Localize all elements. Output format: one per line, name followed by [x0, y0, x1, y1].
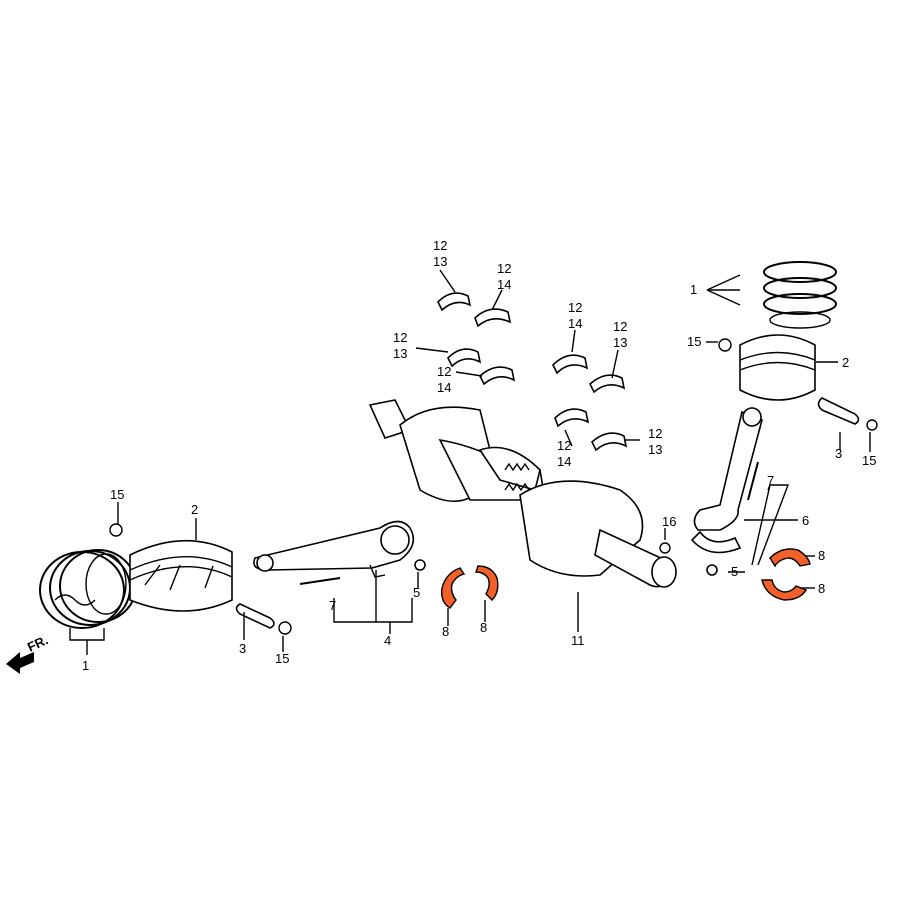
- callout-right-pin: 3: [835, 446, 842, 461]
- callout-right-bearing-b: 8: [818, 581, 825, 596]
- front-direction-marker: FR.: [6, 632, 50, 674]
- callout-main-a-12: 12: [433, 238, 447, 253]
- callout-left-nut: 5: [413, 585, 420, 600]
- right-rod-bolt: [747, 461, 759, 501]
- callout-right-rings: 1: [690, 282, 697, 297]
- callout-left-pin: 3: [239, 641, 246, 656]
- callout-left-piston: 2: [191, 502, 198, 517]
- callout-right-bolt: 7: [767, 473, 774, 488]
- callout-right-piston: 2: [842, 355, 849, 370]
- main-bearing-shells: [437, 292, 628, 452]
- left-clip-top: [109, 523, 123, 537]
- right-piston: [739, 334, 816, 401]
- left-con-rod-bearing-b: [475, 565, 499, 601]
- callout-main-b-12: 12: [497, 261, 511, 276]
- left-rod-nut: [414, 559, 426, 571]
- callout-main-h-13: 13: [648, 442, 662, 457]
- callout-right-rod: 6: [802, 513, 809, 528]
- callout-left-rings: 1: [82, 658, 89, 673]
- callout-dowel: 16: [662, 514, 676, 529]
- right-rod-nut: [706, 564, 718, 576]
- callout-main-g-14: 14: [557, 454, 571, 469]
- callout-left-bolt: 7: [329, 598, 336, 613]
- right-con-rod-bearing-a: [769, 548, 811, 568]
- front-marker-label: FR.: [25, 632, 50, 654]
- callout-right-clip-b: 15: [862, 453, 876, 468]
- callout-crankshaft: 11: [571, 633, 585, 648]
- crankshaft: [368, 399, 677, 588]
- right-clip-b: [866, 419, 878, 431]
- callout-main-e-14: 14: [568, 316, 582, 331]
- callout-left-clip-bottom: 15: [275, 651, 289, 666]
- callout-main-c-13: 13: [393, 346, 407, 361]
- callout-main-d-12: 12: [437, 364, 451, 379]
- callout-left-bearing-b: 8: [480, 620, 487, 635]
- left-clip-bottom: [278, 621, 292, 635]
- callout-main-f-12: 12: [613, 319, 627, 334]
- callout-right-nut: 5: [731, 564, 738, 579]
- callout-main-a-13: 13: [433, 254, 447, 269]
- left-piston-rings: [39, 549, 137, 629]
- dowel-pin: [659, 542, 671, 554]
- callout-main-e-12: 12: [568, 300, 582, 315]
- left-con-rod-bearing-a: [440, 567, 466, 609]
- left-piston-pin: [235, 603, 275, 629]
- callout-left-rod: 4: [384, 633, 391, 648]
- callout-main-b-14: 14: [497, 277, 511, 292]
- callout-main-f-13: 13: [613, 335, 627, 350]
- callout-main-g-12: 12: [557, 438, 571, 453]
- leader-lines: [69, 269, 871, 655]
- callout-main-h-12: 12: [648, 426, 662, 441]
- callout-main-d-14: 14: [437, 380, 451, 395]
- callout-right-bearing-a: 8: [818, 548, 825, 563]
- callout-left-bearing-a: 8: [442, 624, 449, 639]
- left-rod-bolt: [299, 577, 341, 585]
- right-piston-rings: [763, 261, 837, 329]
- right-piston-pin: [817, 397, 860, 425]
- callout-left-clip-top: 15: [110, 487, 124, 502]
- right-con-rod-bearing-b: [761, 579, 808, 601]
- right-connecting-rod: [690, 407, 763, 554]
- callout-numbers: 1 2 3 4 5 7 8 8 11 15 15 12 13 12 14 12 …: [82, 238, 876, 673]
- left-connecting-rod: [253, 520, 415, 578]
- right-clip-a: [718, 338, 732, 352]
- callout-main-c-12: 12: [393, 330, 407, 345]
- callout-right-clip-a: 15: [687, 334, 701, 349]
- left-piston: [129, 539, 233, 612]
